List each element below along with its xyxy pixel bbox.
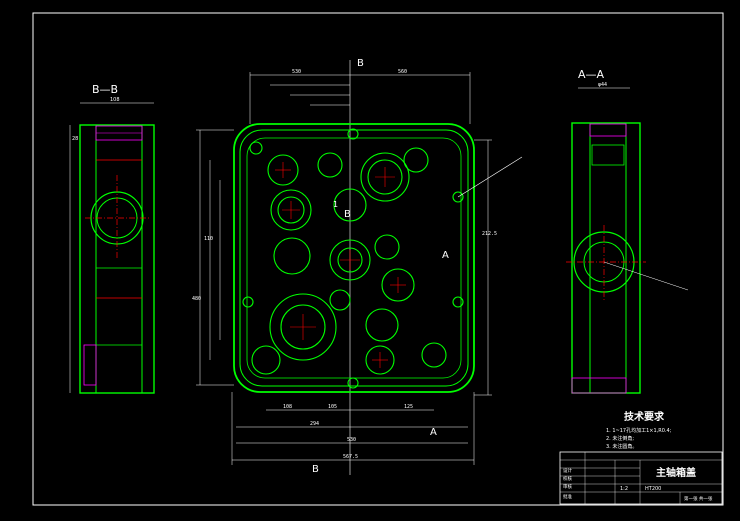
hole-tag-1: 1 [333, 200, 338, 209]
hole-tag-b: B [344, 209, 351, 220]
dim-bottom-a: 108 [283, 404, 292, 410]
sheet-info: 第一张 共一张 [684, 495, 713, 502]
tb-cell-4: 批准 [563, 493, 572, 500]
right-section-view: A—A φ44 [566, 68, 689, 394]
dim-bottom-c: 125 [404, 404, 413, 410]
dim-overall-outer: 567.5 [343, 454, 358, 460]
dim-right: 212.5 [482, 231, 497, 237]
dim-left-height: 480 [192, 296, 201, 302]
left-section-view: B—B 108 28 [69, 83, 155, 394]
main-cut-b-bottom: B [312, 464, 319, 475]
right-section-label: A—A [578, 68, 605, 81]
main-cut-a-right: A [442, 250, 449, 261]
dim-left-2: 110 [204, 236, 213, 242]
tech-req-line-2: 2. 未注倒角; [606, 435, 634, 442]
dim-bottom-d: 294 [310, 421, 319, 427]
left-view-width-dim: 108 [110, 97, 120, 103]
main-view: B B A A [192, 58, 523, 475]
tech-req-line-3: 3. 未注圆角。 [606, 443, 637, 450]
dim-bottom-b: 105 [328, 404, 337, 410]
left-section-label: B—B [92, 83, 118, 96]
right-view-width-dim: φ44 [598, 82, 607, 88]
scale: 1:2 [620, 486, 628, 492]
main-cut-a-bottom: A [430, 427, 437, 438]
main-cut-b-top: B [357, 58, 364, 69]
tech-req-line-1: 1. 1~17孔均加工1×1,R0.4; [606, 427, 672, 434]
left-angle-dim: 28 [72, 136, 78, 142]
tb-cell-3: 审核 [563, 483, 572, 490]
dim-top-left: 530 [292, 69, 301, 75]
tech-req-title: 技术要求 [624, 410, 665, 423]
title-block: 主轴箱盖 HT200 1:2 第一张 共一张 设计 校核 审核 批准 [559, 451, 723, 505]
technical-requirements: 技术要求 1. 1~17孔均加工1×1,R0.4; 2. 未注倒角; 3. 未注… [606, 410, 672, 450]
material: HT200 [645, 486, 661, 492]
dim-overall-width: 530 [347, 437, 356, 443]
part-name: 主轴箱盖 [656, 466, 696, 479]
tb-cell-2: 校核 [563, 475, 572, 482]
tb-cell-1: 设计 [563, 467, 572, 474]
dim-top-right: 560 [398, 69, 407, 75]
sheet-border [32, 12, 724, 506]
